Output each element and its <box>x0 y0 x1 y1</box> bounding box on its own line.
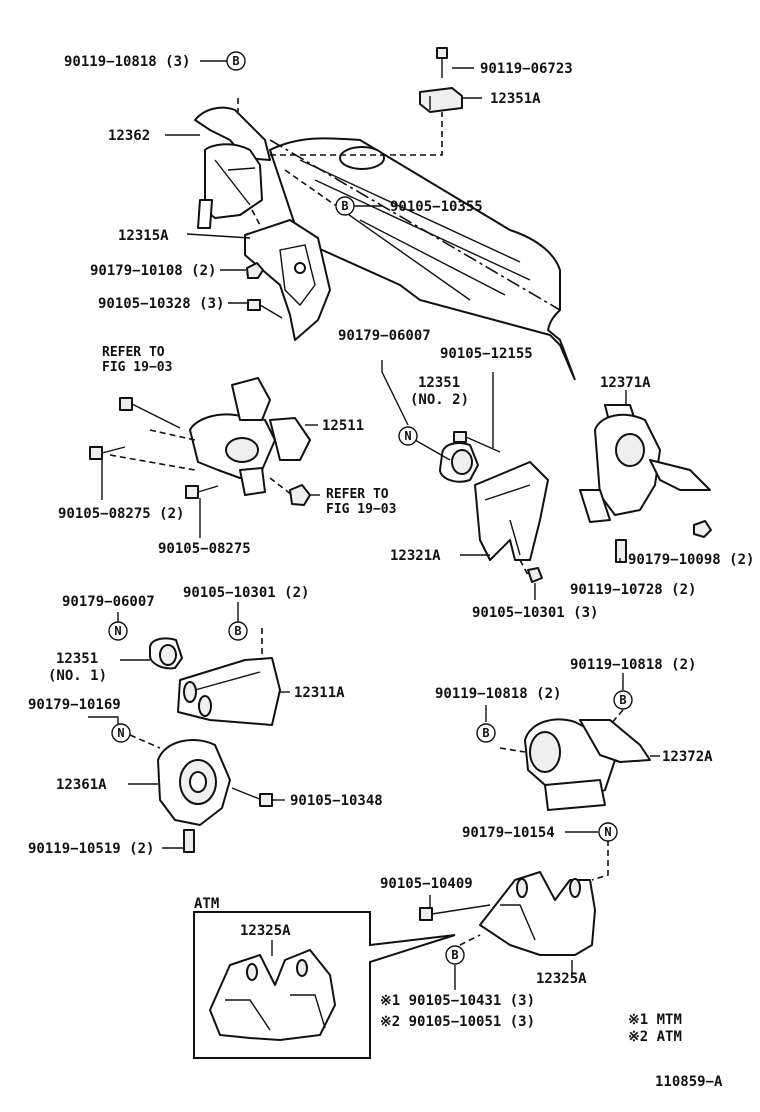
label-90179-10108-2: 90179−10108 (2) <box>90 263 216 279</box>
label-12311A: 12311A <box>294 685 345 701</box>
label-90179-10169: 90179−10169 <box>28 697 121 713</box>
part-labels: 90119−10818 (3) 90119−06723 12351A 12362… <box>28 54 754 1090</box>
svg-text:N: N <box>604 825 611 839</box>
label-12372A: 12372A <box>662 749 713 765</box>
label-12351A: 12351A <box>490 91 541 107</box>
label-12371A: 12371A <box>600 375 651 391</box>
marker-b-2: B <box>335 196 355 216</box>
label-12361A: 12361A <box>56 777 107 793</box>
label-90105-10355: 90105−10355 <box>390 199 483 215</box>
marker-n-3: N <box>111 723 131 743</box>
bracket-12315A <box>244 219 331 341</box>
bracket-12325A <box>479 871 596 956</box>
marker-b-4: B <box>476 723 496 743</box>
mount-12372A <box>524 718 651 811</box>
label-12511: 12511 <box>322 418 364 434</box>
nut-12351A <box>419 87 463 113</box>
marker-b-3: B <box>228 621 248 641</box>
marker-n-2: N <box>108 621 128 641</box>
svg-text:N: N <box>114 624 121 638</box>
label-refer-fig-2: REFER TO <box>326 487 389 502</box>
atm-box-title: ATM <box>194 896 219 912</box>
legend-atm: ※2 ATM <box>628 1029 682 1045</box>
svg-text:B: B <box>234 624 241 638</box>
label-90119-06723: 90119−06723 <box>480 61 573 77</box>
label-90179-10154: 90179−10154 <box>462 825 555 841</box>
label-90119-10728-2: 90119−10728 (2) <box>570 582 696 598</box>
svg-text:B: B <box>619 693 626 707</box>
label-90179-10098-2: 90179−10098 (2) <box>628 552 754 568</box>
marker-b-1: B <box>226 51 246 71</box>
label-12351-no1: 12351 <box>56 651 98 667</box>
label-90105-10051-3: ※2 90105−10051 (3) <box>380 1014 535 1030</box>
marker-n-1: N <box>398 426 418 446</box>
label-90119-10818-2-left: 90119−10818 (2) <box>435 686 561 702</box>
svg-text:N: N <box>117 726 124 740</box>
label-90105-12155: 90105−12155 <box>440 346 533 362</box>
label-90105-08275-2: 90105−08275 (2) <box>58 506 184 522</box>
label-90105-10301-3: 90105−10301 (3) <box>472 605 598 621</box>
bushing-12351-no1 <box>149 637 183 670</box>
bolt-90105-10301-3 <box>527 567 543 583</box>
atm-inset <box>193 911 456 1059</box>
label-12321A: 12321A <box>390 548 441 564</box>
label-90105-10328-3: 90105−10328 (3) <box>98 296 224 312</box>
label-90179-06007-upper: 90179−06007 <box>338 328 431 344</box>
label-12325A-inset: 12325A <box>240 923 291 939</box>
bolt-refer-fig-19-03 <box>119 397 181 429</box>
bolt-90105-08275 <box>185 485 219 499</box>
bracket-12311A <box>177 657 281 726</box>
label-90105-10431-3: ※1 90105−10431 (3) <box>380 993 535 1009</box>
label-90119-10818-2-right: 90119−10818 (2) <box>570 657 696 673</box>
bolt-90105-10328 <box>247 299 283 319</box>
label-12351-no2-qualifier: (NO. 2) <box>410 392 469 408</box>
label-90105-10409: 90105−10409 <box>380 876 473 892</box>
figure-id: 110859−A <box>655 1074 723 1090</box>
mount-12361A <box>157 739 231 826</box>
bolt-90105-10409 <box>419 904 491 921</box>
label-90105-10301-2: 90105−10301 (2) <box>183 585 309 601</box>
svg-text:B: B <box>482 726 489 740</box>
svg-text:B: B <box>232 54 239 68</box>
label-12351-no2: 12351 <box>418 375 460 391</box>
label-90105-10348: 90105−10348 <box>290 793 383 809</box>
bolt-90105-10348 <box>231 787 273 807</box>
bracket-12321A <box>474 461 549 561</box>
nut-90179-10108 <box>246 262 264 279</box>
label-refer-fig-1-number: FIG 19−03 <box>102 360 172 375</box>
nut-90179-10098 <box>693 520 712 538</box>
bolt-90105-12155 <box>453 431 501 453</box>
bolt-90105-08275-pair <box>89 446 126 460</box>
label-12362: 12362 <box>108 128 150 144</box>
marker-n-4: N <box>598 822 618 842</box>
legend-mtm: ※1 MTM <box>628 1012 682 1028</box>
svg-text:B: B <box>341 199 348 213</box>
label-refer-fig-2-number: FIG 19−03 <box>326 502 396 517</box>
marker-b-5: B <box>613 690 633 710</box>
label-90119-10519-2: 90119−10519 (2) <box>28 841 154 857</box>
marker-b-6: B <box>445 945 465 965</box>
leader-lines <box>88 60 660 990</box>
label-90119-10818-3: 90119−10818 (3) <box>64 54 190 70</box>
svg-text:N: N <box>404 429 411 443</box>
mount-12511 <box>189 377 311 496</box>
svg-text:B: B <box>451 948 458 962</box>
nut-refer-fig-19-03 <box>289 484 311 506</box>
mount-12371A <box>579 404 711 523</box>
bolt-90119-10519 <box>183 829 195 853</box>
label-90105-08275: 90105−08275 <box>158 541 251 557</box>
bolt-90119-10728 <box>615 539 627 563</box>
bolt-90119-06723 <box>436 47 448 78</box>
bushing-12351-no2 <box>439 442 479 483</box>
label-90179-06007-lower: 90179−06007 <box>62 594 155 610</box>
label-12315A: 12315A <box>118 228 169 244</box>
label-12325A: 12325A <box>536 971 587 987</box>
label-refer-fig-1: REFER TO <box>102 345 165 360</box>
label-12351-no1-qualifier: (NO. 1) <box>48 668 107 684</box>
bracket-12362 <box>194 106 271 229</box>
